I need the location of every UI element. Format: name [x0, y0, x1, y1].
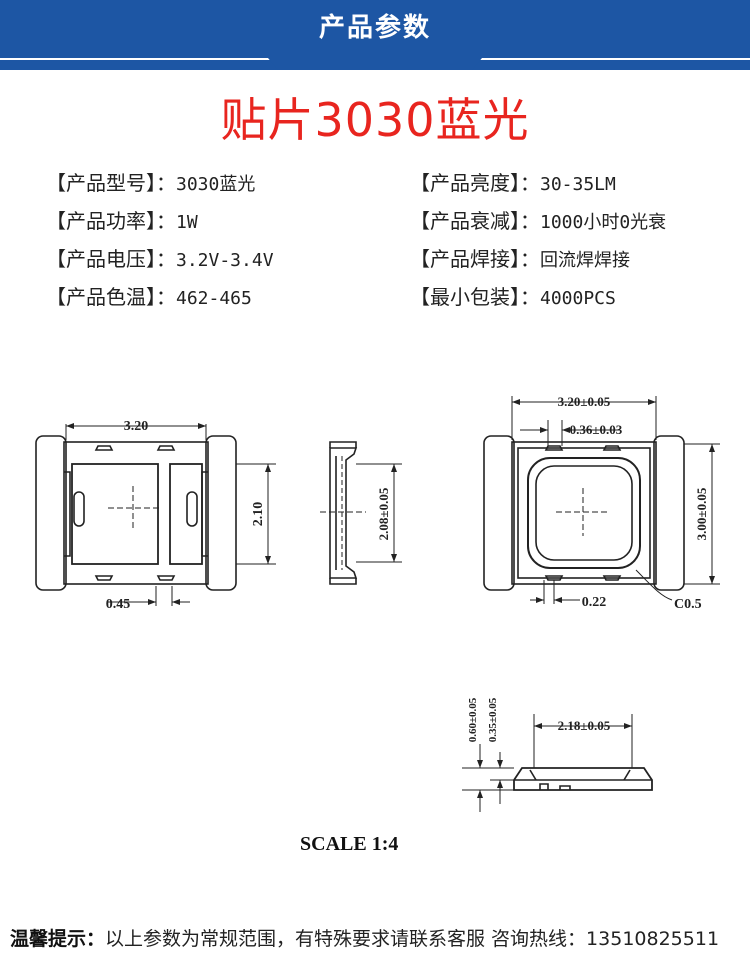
technical-drawing: 3.20 2.10 0.45 2.08±0.05 3.20±0.05 0.36±… — [35, 394, 720, 812]
spec-min-package: 【最小包装】：4000PCS — [410, 285, 616, 309]
spec-model: 【产品型号】：3030蓝光 — [46, 171, 256, 195]
spec-color-temp: 【产品色温】：462-465 — [46, 285, 252, 309]
product-title: 贴片3030蓝光 — [220, 93, 530, 147]
dim-top-height: 3.00±0.05 — [694, 487, 709, 540]
section-title: 产品参数 — [318, 13, 431, 43]
dim-profile-width: 2.18±0.05 — [558, 718, 611, 733]
dim-front-width: 3.20 — [124, 419, 149, 434]
dim-corner: C0.5 — [674, 597, 702, 612]
dim-top-width: 3.20±0.05 — [558, 394, 611, 409]
tip-text: 以上参数为常规范围，有特殊要求请联系客服 咨询热线：13510825511 — [105, 928, 720, 950]
profile-view — [462, 714, 653, 812]
spec-voltage: 【产品电压】：3.2V-3.4V — [46, 247, 274, 271]
spec-decay: 【产品衰减】：1000小时0光衰 — [410, 209, 667, 233]
scale-label: SCALE 1:4 — [300, 833, 399, 855]
spec-power: 【产品功率】：1W — [46, 209, 198, 233]
side-view — [320, 441, 402, 585]
banner-tab-notch — [268, 56, 482, 70]
spec-soldering: 【产品焊接】：回流焊焊接 — [410, 247, 630, 271]
top-view — [483, 396, 720, 604]
dim-profile-h1: 0.60±0.05 — [467, 697, 479, 742]
dim-top-gap: 0.22 — [582, 595, 607, 610]
dim-profile-h2: 0.35±0.05 — [487, 697, 499, 742]
front-view — [35, 423, 276, 606]
dim-top-inner: 0.36±0.03 — [570, 422, 623, 437]
tip-label: 温馨提示： — [10, 928, 106, 950]
dim-side-height: 2.08±0.05 — [376, 487, 391, 540]
banner-tab: 产品参数 — [278, 0, 472, 58]
dim-front-pad: 0.45 — [106, 597, 131, 612]
footer-tip: 温馨提示：以上参数为常规范围，有特殊要求请联系客服 咨询热线：135108255… — [10, 924, 750, 954]
spec-brightness: 【产品亮度】：30-35LM — [410, 171, 616, 195]
dim-front-height: 2.10 — [251, 502, 266, 527]
